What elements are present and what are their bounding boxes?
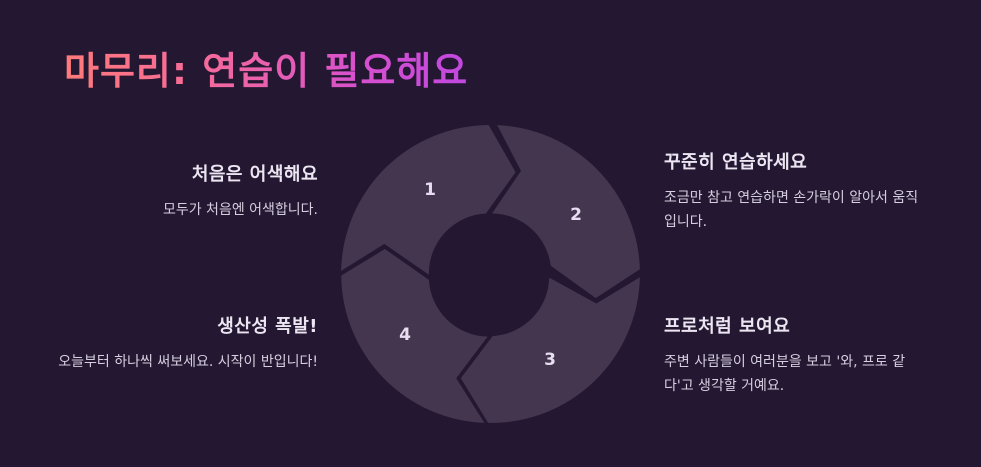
step-2-heading: 꾸준히 연습하세요 (664, 152, 808, 173)
cycle-segment-4 (341, 249, 488, 423)
cycle-segment-1 (341, 125, 516, 275)
step-number-3: 3 (544, 350, 556, 370)
step-4-text: 오늘부터 하나씩 써보세요. 시작이 반입니다! (58, 354, 318, 370)
step-1-heading: 처음은 어색해요 (191, 164, 318, 185)
page-title: 마무리: 연습이 필요해요 (64, 40, 468, 95)
step-2-block: 꾸준히 연습하세요 조금만 참고 연습하면 손가락이 알아서 움직입니다. (664, 148, 926, 234)
step-3-block: 프로처럼 보여요 주변 사람들이 여러분을 보고 '와, 프로 같다'고 생각할… (664, 312, 926, 398)
step-4-heading: 생산성 폭발! (217, 316, 318, 337)
step-1-block: 처음은 어색해요 모두가 처음엔 어색합니다. (18, 160, 318, 222)
cycle-segment-2 (492, 125, 640, 299)
step-4-block: 생산성 폭발! 오늘부터 하나씩 써보세요. 시작이 반입니다! (18, 312, 318, 374)
step-number-2: 2 (570, 205, 582, 225)
step-number-1: 1 (424, 180, 436, 200)
step-3-heading: 프로처럼 보여요 (664, 316, 791, 337)
cycle-segment-3 (460, 277, 640, 423)
step-2-text: 조금만 참고 연습하면 손가락이 알아서 움직입니다. (664, 190, 919, 230)
step-1-text: 모두가 처음엔 어색합니다. (162, 202, 318, 218)
step-3-text: 주변 사람들이 여러분을 보고 '와, 프로 같다'고 생각할 거예요. (664, 354, 906, 394)
step-number-4: 4 (399, 325, 411, 345)
